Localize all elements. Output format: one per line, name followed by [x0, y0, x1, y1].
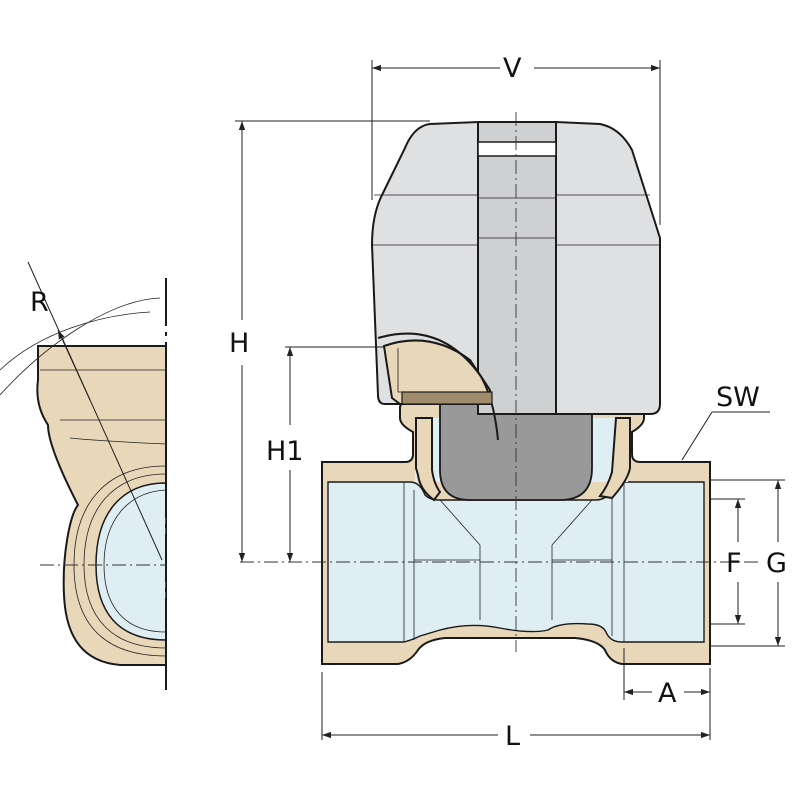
dimension-label-l: L [505, 721, 520, 752]
dimension-label-h1: H1 [266, 436, 303, 467]
dimension-label-sw: SW [716, 382, 760, 413]
dimension-label-f: F [726, 548, 742, 579]
front-view [240, 112, 760, 665]
dimension-label-g: G [766, 548, 787, 579]
dimension-label-h: H [229, 328, 249, 359]
dimension-label-a: A [658, 678, 677, 709]
dimension-label-v: V [503, 53, 522, 84]
side-view: R [0, 261, 167, 690]
dimension-label-r: R [30, 287, 49, 318]
dimensions: V H H1 SW F G A [229, 53, 787, 752]
